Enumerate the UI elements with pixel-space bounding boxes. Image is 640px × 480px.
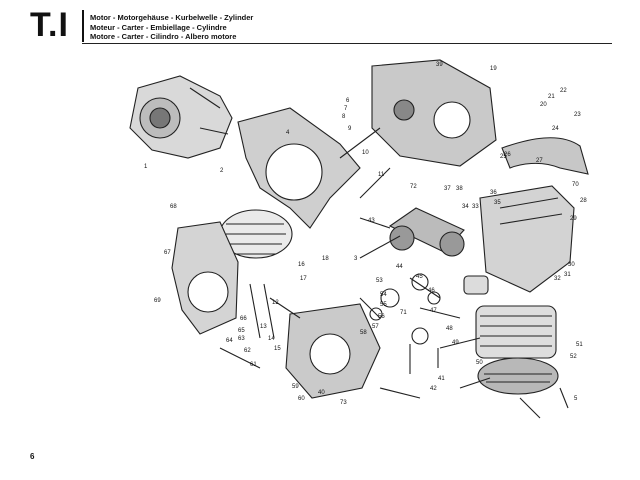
- callout-25: 25: [500, 154, 507, 160]
- callout-69: 69: [154, 298, 161, 304]
- callout-71: 71: [400, 310, 407, 316]
- page-header: T.I Motor - Motorgehäuse - Kurbelwelle -…: [0, 0, 640, 46]
- callout-4: 4: [286, 130, 290, 136]
- page-number: 6: [30, 452, 35, 461]
- section-code: T.I: [30, 6, 69, 44]
- callout-53: 53: [376, 278, 383, 284]
- callout-38: 38: [456, 186, 463, 192]
- callout-23: 23: [574, 112, 581, 118]
- callout-11: 11: [378, 172, 385, 178]
- callout-1: 1: [144, 164, 148, 170]
- callout-49: 49: [452, 340, 459, 346]
- callout-40: 40: [318, 390, 325, 396]
- cylinder-cover: [479, 185, 575, 293]
- callout-12: 12: [272, 300, 279, 306]
- callout-61: 61: [250, 362, 257, 368]
- cylinder-head: [477, 357, 559, 395]
- callout-10: 10: [362, 150, 369, 156]
- callout-8: 8: [342, 114, 346, 120]
- callout-44: 44: [396, 264, 403, 270]
- callout-72: 72: [410, 184, 417, 190]
- callout-58: 58: [360, 330, 367, 336]
- callout-34: 34: [462, 204, 469, 210]
- callout-29: 29: [570, 216, 577, 222]
- callout-14: 14: [268, 336, 275, 342]
- crankcase-lower: [285, 303, 381, 399]
- callout-22: 22: [560, 88, 567, 94]
- callout-9: 9: [348, 126, 352, 132]
- cylinder-block: [475, 305, 557, 359]
- callout-62: 62: [244, 348, 251, 354]
- leader-lines: [219, 127, 541, 419]
- title-italian: Motore - Carter - Cilindro - Albero moto…: [90, 32, 237, 41]
- callout-19: 19: [490, 66, 497, 72]
- callout-50: 50: [476, 360, 483, 366]
- callout-16: 16: [298, 262, 305, 268]
- callout-46: 46: [428, 288, 435, 294]
- engine-assembly-upper-left: [129, 75, 233, 159]
- side-cover-left: [171, 221, 239, 335]
- callout-52: 52: [570, 354, 577, 360]
- section-titles: Motor - Motorgehäuse - Kurbelwelle - Zyl…: [90, 13, 253, 42]
- callout-59: 59: [292, 384, 299, 390]
- callout-13: 13: [260, 324, 267, 330]
- callout-47: 47: [430, 308, 437, 314]
- title-german: Motor - Motorgehäuse - Kurbelwelle - Zyl…: [90, 13, 254, 22]
- callout-57: 57: [372, 324, 379, 330]
- callout-60: 60: [298, 396, 305, 402]
- callout-39: 39: [436, 62, 443, 68]
- callout-67: 67: [164, 250, 171, 256]
- callout-56: 56: [378, 314, 385, 320]
- callout-20: 20: [540, 102, 547, 108]
- header-divider: [82, 10, 84, 42]
- callout-65: 65: [238, 328, 245, 334]
- callout-17: 17: [300, 276, 307, 282]
- callout-2: 2: [220, 168, 224, 174]
- callout-15: 15: [274, 346, 281, 352]
- title-french: Moteur - Carter - Embiellage - Cylindre: [90, 22, 227, 32]
- callout-45: 45: [416, 274, 423, 280]
- callout-51: 51: [576, 342, 583, 348]
- callout-18: 18: [322, 256, 329, 262]
- callout-33: 33: [472, 204, 479, 210]
- callout-37: 37: [444, 186, 451, 192]
- exploded-parts-drawing: 1 2 4 39 19 23 24 38 37 36 35 34 33 70 2…: [129, 59, 589, 419]
- callout-21: 21: [548, 94, 555, 100]
- cover-plate: [237, 107, 361, 229]
- callout-55: 55: [380, 302, 387, 308]
- small-parts: [249, 273, 569, 409]
- callout-66: 66: [240, 316, 247, 322]
- callout-48: 48: [446, 326, 453, 332]
- callout-28: 28: [580, 198, 587, 204]
- crankshaft: [359, 207, 465, 259]
- callout-35: 35: [494, 200, 501, 206]
- callout-27: 27: [536, 158, 543, 164]
- header-rule: [82, 43, 612, 44]
- callout-31: 31: [564, 272, 571, 278]
- callout-54: 54: [380, 292, 387, 298]
- callout-32: 32: [554, 276, 561, 282]
- callout-42: 42: [430, 386, 437, 392]
- callout-43: 43: [368, 218, 375, 224]
- callout-63: 63: [238, 336, 245, 342]
- exhaust-pipe: [501, 137, 589, 175]
- callout-6: 6: [346, 98, 350, 104]
- callout-3: 3: [354, 256, 358, 262]
- callout-68: 68: [170, 204, 177, 210]
- callout-36: 36: [490, 190, 497, 196]
- crankcase-half-upper: [371, 59, 497, 167]
- callout-labels: 1 2 4 39 19 23 24 38 37 36 35 34 33 70 2…: [144, 62, 587, 406]
- callout-70: 70: [572, 182, 579, 188]
- callout-5: 5: [574, 396, 578, 402]
- callout-73: 73: [340, 400, 347, 406]
- callout-41: 41: [438, 376, 445, 382]
- callout-30: 30: [568, 262, 575, 268]
- callout-26: 26: [504, 152, 511, 158]
- callout-64: 64: [226, 338, 233, 344]
- callout-24: 24: [552, 126, 559, 132]
- callout-7: 7: [344, 106, 348, 112]
